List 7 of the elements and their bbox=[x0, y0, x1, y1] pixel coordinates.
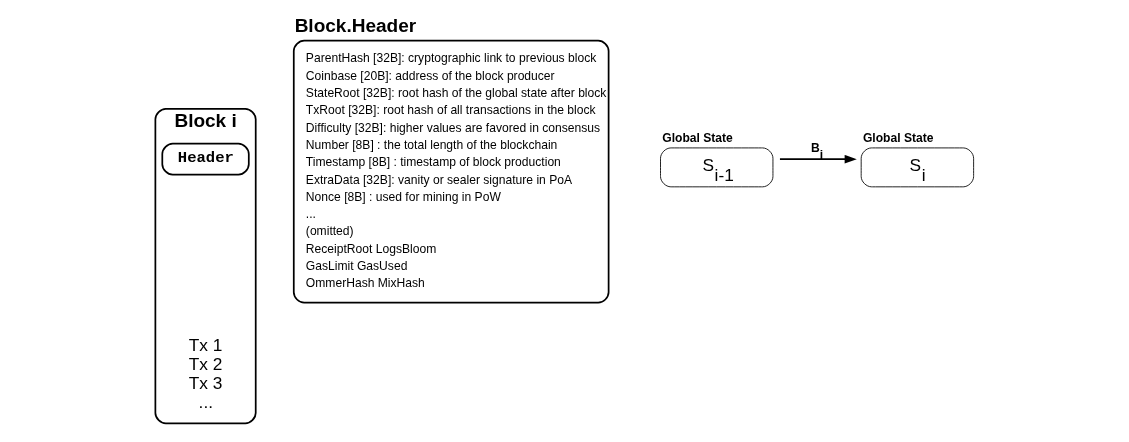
node-box: ParentHash [32B]: cryptographic link to previous block Coinbase [20B]: address of the block producer StateRoot [32B]: root hash of the global state after block TxRoot [32B]: root hash of all transactions in the block Difficulty [32B]: higher values are favored in consensus Number [8B] : the total length of the blockchain Timestamp [8B] : timestamp of block production ExtraData [32B]: vanity or sealer signature in PoA Nonce [8B] : used for mining in PoW ... (omitted) ReceiptRoot LogsBloom GasLimit GasUsed OmmerHash MixHash bbox=[292, 39, 610, 304]
arrow bbox=[779, 154, 857, 164]
node-label: Global State bbox=[862, 131, 934, 146]
node-text: Tx 1 Tx 2 Tx 3 ... bbox=[188, 334, 223, 412]
node-label: Global State bbox=[662, 131, 733, 146]
node-box: Header bbox=[161, 142, 250, 176]
node-label: Block.Header bbox=[294, 14, 417, 36]
